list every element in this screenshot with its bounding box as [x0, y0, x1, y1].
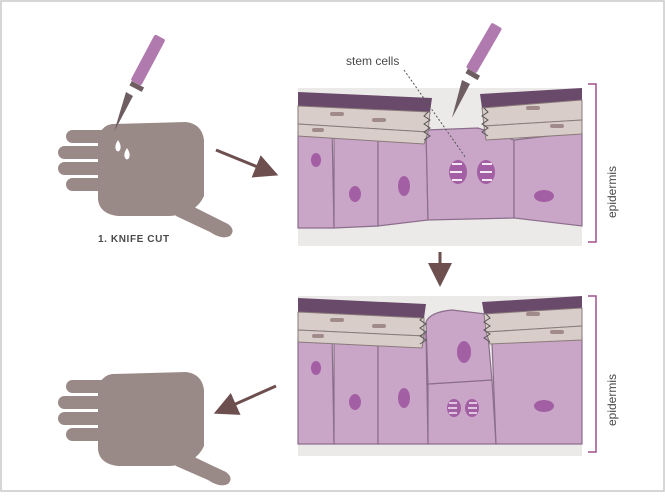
- surface-layer-left: [298, 92, 432, 144]
- epidermis-label-bottom: epidermis: [605, 374, 619, 426]
- surface-layer-right: [480, 88, 582, 140]
- knife-cut-label: 1. KNIFE CUT: [98, 234, 170, 245]
- cell-layer: [298, 124, 582, 228]
- surface-layer-right-healed: [482, 296, 582, 344]
- epidermis-healed-panel: [298, 296, 582, 456]
- stem-cells-label: stem cells: [346, 54, 399, 68]
- surface-layer-left-healed: [298, 298, 426, 348]
- epidermis-label-top: epidermis: [605, 166, 619, 218]
